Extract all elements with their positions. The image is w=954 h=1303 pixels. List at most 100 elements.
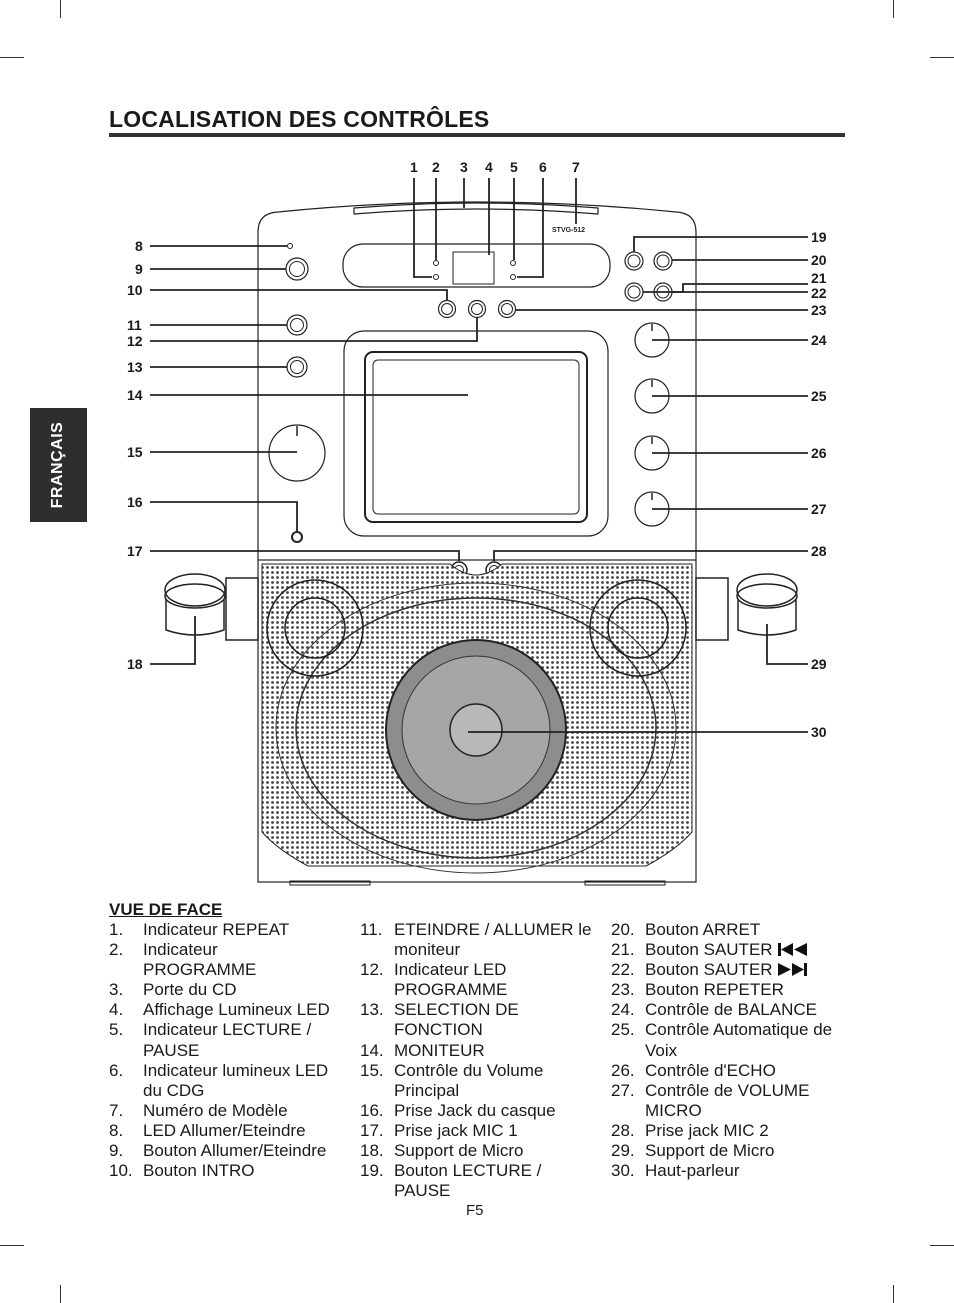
legend-item-text: LED Allumer/Eteindre [143,1120,306,1140]
legend-item: 21. Bouton SAUTER [611,940,851,960]
crop-mark [930,1245,954,1246]
legend-item: 29.Support de Micro [611,1141,851,1161]
crop-mark [60,0,61,18]
legend-item-number: 29. [611,1141,635,1161]
language-tab: FRANÇAIS [30,408,87,522]
callout-13: 13 [127,359,143,375]
power-button[interactable] [285,257,309,281]
legend-item-text: Support de Micro [394,1141,524,1161]
legend-item: 10.Bouton INTRO [109,1161,349,1181]
legend-item: 24. Contrôle de BALANCE [611,1000,851,1020]
legend-item-number: 9. [109,1141,124,1161]
power-led [287,243,293,249]
legend-item-number: 20. [611,920,635,939]
repeat-button[interactable] [497,299,517,319]
legend-item-number: 10. [109,1161,133,1181]
title-rule [109,133,845,137]
monitor-power-button[interactable] [286,314,308,336]
page-number: F5 [466,1202,484,1219]
legend-item-number: 23. [611,980,635,1000]
device-foot [584,880,666,886]
legend-column-2: 11.ETEINDRE / ALLUMER le moniteur 12.Ind… [360,920,600,1201]
callout-19: 19 [811,229,827,245]
legend-item-label: Bouton SAUTER [645,960,773,980]
crop-mark [0,1245,24,1246]
legend-item-number: 30. [611,1161,635,1181]
legend-item: 23.Bouton REPETER [611,980,851,1000]
legend-item-text: Numéro de Modèle [143,1100,288,1120]
legend-item-number: 13. [360,1000,384,1020]
legend-item: 13.SELECTION DE FONCTION [360,1000,535,1040]
play-led [510,260,516,266]
callout-28: 28 [811,543,827,559]
repeat-led [433,260,439,266]
legend-item: 14. MONITEUR [360,1041,600,1061]
legend-item-text: Bouton LECTURE / PAUSE [394,1161,542,1201]
callout-10: 10 [127,282,143,298]
legend-item-text: Contrôle d'ECHO [645,1060,776,1080]
legend-item-number: 16. [360,1100,384,1120]
crop-mark [60,1285,61,1303]
legend-item-number: 24. [611,1000,635,1020]
cdg-led [510,274,516,280]
callout-21: 21 [811,270,827,286]
legend-item: 3.Porte du CD [109,980,349,1000]
legend-item-number: 15. [360,1060,384,1080]
legend-item-text: Indicateur LECTURE / PAUSE [143,1020,312,1060]
legend-item: 30. Haut-parleur [611,1161,851,1181]
callout-25: 25 [811,388,827,404]
legend-item-text: Indicateur PROGRAMME [143,940,257,980]
program-button[interactable] [467,299,487,319]
mic-holder-right [695,573,798,641]
crop-mark [893,0,894,18]
headphone-jack[interactable] [291,531,303,543]
legend-item-number: 4. [109,1000,124,1020]
legend-heading: VUE DE FACE [109,900,223,919]
legend-item-number: 25. [611,1020,635,1040]
callout-6: 6 [539,159,547,175]
callout-14: 14 [127,387,143,403]
legend-item: 1.Indicateur REPEAT [109,920,349,940]
legend-item-number: 28. [611,1120,635,1140]
stop-button[interactable] [653,251,673,271]
callout-22: 22 [811,285,827,301]
intro-button[interactable] [437,299,457,319]
legend-item-number: 27. [611,1080,635,1100]
crop-mark [893,1285,894,1303]
legend-item: 11.ETEINDRE / ALLUMER le moniteur [360,920,600,960]
callout-2: 2 [432,159,440,175]
play-pause-button[interactable] [624,251,644,271]
function-select-button[interactable] [286,356,308,378]
master-volume-knob[interactable] [268,424,326,482]
legend-item-text: Bouton SAUTER [645,940,851,960]
legend-item-number: 21. [611,940,635,960]
legend-item: 22.Bouton SAUTER [611,960,851,980]
legend-item-text: Contrôle de BALANCE [645,1000,817,1020]
skip-back-button[interactable] [624,282,644,302]
legend-item: 28.Prise jack MIC 2 [611,1121,851,1141]
legend-item: 25. Contrôle Automatique de Voix [611,1020,851,1060]
led-display [452,251,495,285]
legend-item-number: 14. [360,1040,384,1060]
callout-9: 9 [135,261,143,277]
legend-item-text: Prise jack MIC 1 [394,1120,518,1140]
legend-item-number: 2. [109,940,124,960]
legend-item: 16.Prise Jack du casque [360,1101,600,1121]
legend-item-label: Bouton SAUTER [645,940,773,960]
legend-item-text: Contrôle Automatique de Voix [645,1020,833,1060]
device-diagram: STVG-512 [127,159,827,886]
legend-item-number: 1. [109,920,124,939]
legend-item-number: 7. [109,1100,124,1120]
legend-item-text: Haut-parleur [645,1161,740,1181]
page-title: LOCALISATION DES CONTRÔLES [109,106,490,132]
callout-5: 5 [510,159,518,175]
callout-15: 15 [127,444,143,460]
legend-item-text: Bouton ARRET [645,920,761,939]
legend-item: 20. Bouton ARRET [611,920,851,940]
legend-item-text: Bouton Allumer/Eteindre [143,1141,327,1161]
legend-item-text: MONITEUR [394,1040,485,1060]
legend-item-text: Indicateur LED PROGRAMME [394,960,508,1000]
skip-forward-icon [777,963,807,977]
legend-item-number: 17. [360,1120,384,1140]
legend-item: 2. Indicateur PROGRAMME [109,940,281,980]
